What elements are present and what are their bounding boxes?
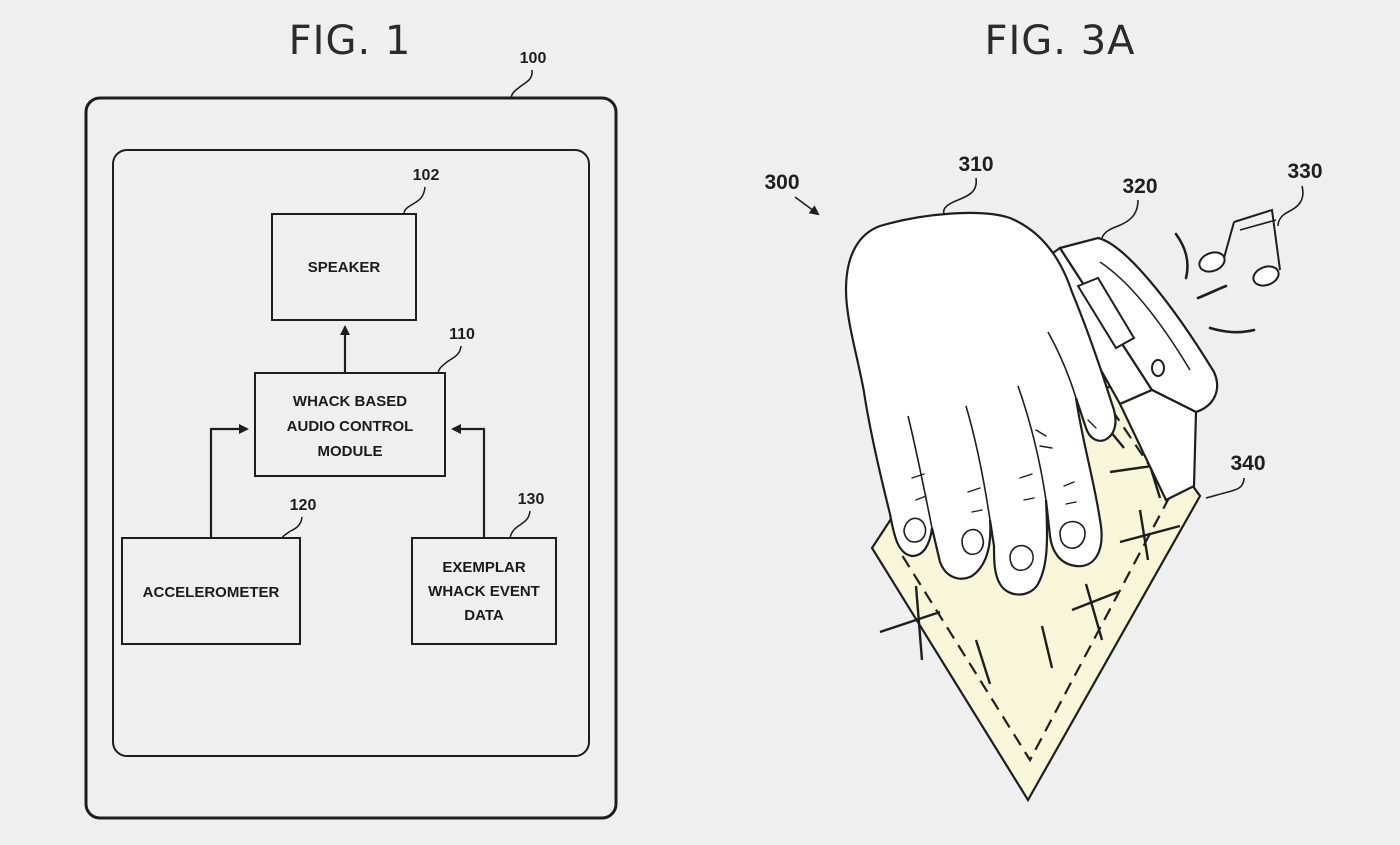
sound-ref-label: 330 [1287,160,1322,183]
module-label-line-3: MODULE [318,443,383,460]
module-label-line-2: AUDIO CONTROL [287,418,414,435]
exemplar-ref-label: 130 [518,491,545,508]
device-ref-leader-3a [1101,199,1139,239]
hand-ref-leader [942,177,978,215]
surface-ref-leader [1205,477,1245,499]
accelerometer-ref-label: 120 [290,497,317,514]
fig3a-title: FIG. 3A [984,18,1135,64]
speaker-ref-label: 102 [413,167,440,184]
module-ref-leader [437,345,462,374]
speaker-box [271,213,417,321]
arrow-accelerometer-to-module [209,424,249,538]
module-ref-label: 110 [449,326,475,343]
hand-illustration [844,211,1117,596]
exemplar-label-line-2: WHACK EVENT [428,583,540,600]
assembly-ref-label: 300 [764,171,799,194]
audio-control-module-box [254,372,446,477]
exemplar-ref-leader [509,510,531,539]
module-label-line-1: WHACK BASED [293,393,407,410]
sound-ref-leader [1277,185,1304,227]
figure-1: FIG. 1 100 SPEAKER 102 WHACK BASED AUDIO… [84,18,618,820]
hand-ref-label: 310 [958,153,993,176]
fig1-title: FIG. 1 [289,18,412,64]
accelerometer-ref-leader [281,516,303,539]
arrow-exemplar-to-module [451,424,486,538]
device-ref-label: 100 [520,50,547,67]
accelerometer-label: ACCELEROMETER [143,584,280,601]
device-ref-leader [510,69,533,99]
assembly-ref-arrow [794,196,820,216]
exemplar-label-line-1: EXEMPLAR [442,559,526,576]
surface-ref-label: 340 [1230,452,1265,475]
music-notes-icon [1198,208,1281,287]
sound-waves [1174,232,1256,334]
device-outline [84,96,618,820]
device-ref-label-3a: 320 [1122,175,1157,198]
figure-3a: FIG. 3A 300 [764,18,1323,803]
device-screen-outline [112,149,590,757]
speaker-label: SPEAKER [308,259,381,276]
exemplar-label-line-3: DATA [464,607,504,624]
speaker-ref-leader [403,186,426,215]
